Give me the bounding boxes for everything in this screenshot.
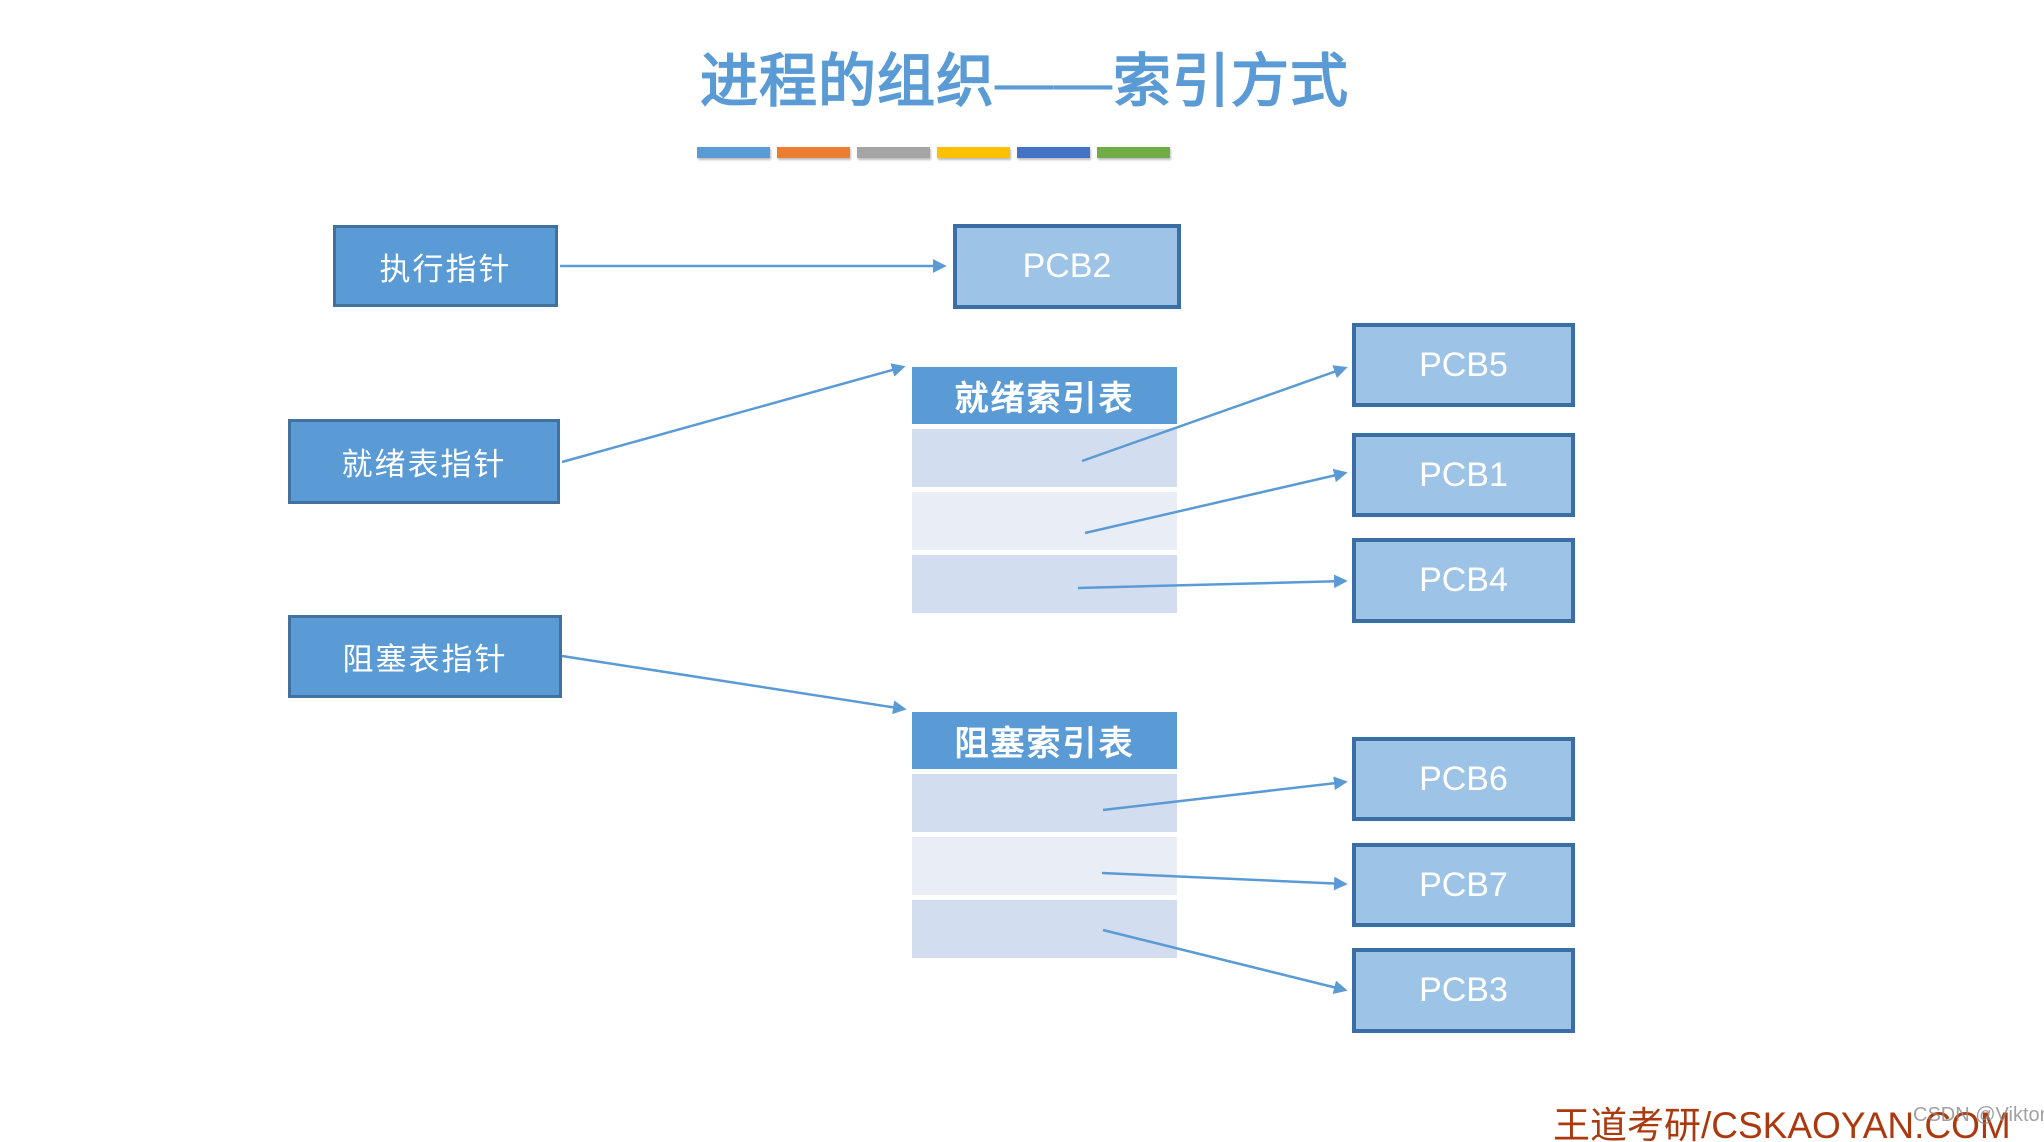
pcb-label: PCB6 [1419,759,1508,798]
divider-bar [1017,147,1090,158]
pcb-box-blocked-1: PCB6 [1352,737,1575,821]
ready-index-table-row [912,555,1177,613]
arrow-ready-pointer-to-ready-table [561,363,906,464]
blocked-index-table-title: 阻塞索引表 [912,712,1177,769]
divider-bar [697,147,770,158]
ready-index-table: 就绪索引表 [912,367,1177,613]
ready-index-table-row [912,492,1177,550]
pcb-label: PCB3 [1419,971,1508,1009]
ready-list-pointer-box: 就绪表指针 [288,419,560,504]
blocked-index-table-row [912,774,1177,832]
exec-pointer-box: 执行指针 [333,225,558,307]
pcb-label: PCB5 [1419,345,1508,384]
blocked-list-pointer-box: 阻塞表指针 [288,615,562,698]
pcb-box-running: PCB2 [953,224,1181,309]
page-title: 进程的组织——索引方式 [700,49,1350,114]
ready-index-table-row [912,429,1177,487]
divider-bar [1097,147,1170,158]
pcb-label: PCB7 [1419,865,1508,904]
divider-bar [777,147,850,158]
blocked-index-table: 阻塞索引表 [912,712,1177,958]
pcb-box-blocked-3: PCB3 [1352,948,1575,1033]
brand-text: 王道考研/CSKAOYAN.COM [1553,1105,2011,1142]
ready-index-table-title: 就绪索引表 [912,367,1177,424]
arrow-blocked-pointer-to-blocked-table [561,654,907,715]
watermark-text: CSDN @Viktoriae [1913,1104,2044,1126]
ready-list-pointer-label: 就绪表指针 [341,447,507,482]
pcb-label: PCB1 [1419,455,1508,494]
pcb-box-ready-3: PCB4 [1352,538,1575,623]
divider-bars [697,147,1170,158]
pcb-label: PCB2 [1022,247,1112,285]
exec-pointer-label: 执行指针 [379,251,512,287]
blocked-index-table-row [912,837,1177,895]
blocked-index-table-row [912,900,1177,958]
divider-bar [937,147,1010,158]
divider-bar [857,147,930,158]
pcb-box-ready-1: PCB5 [1352,323,1575,407]
pcb-box-ready-2: PCB1 [1352,433,1575,517]
pcb-box-blocked-2: PCB7 [1352,843,1575,927]
pcb-label: PCB4 [1419,561,1508,599]
blocked-list-pointer-label: 阻塞表指针 [342,642,508,677]
